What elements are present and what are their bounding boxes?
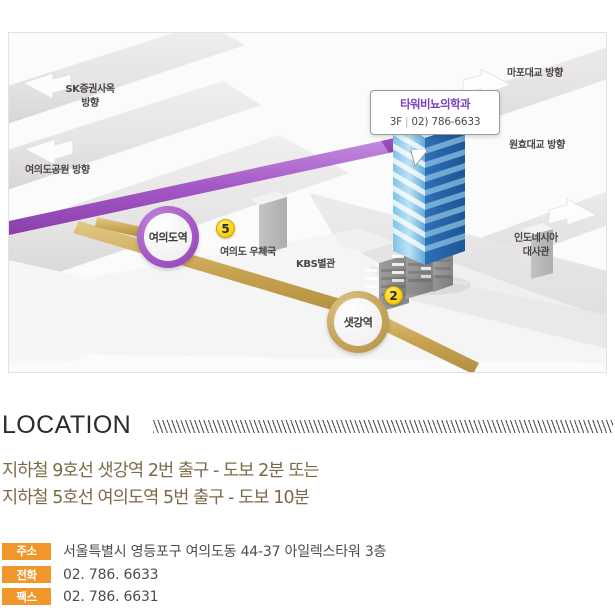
map-label-mapo: 마포대교 방향 — [507, 68, 563, 79]
map-label-embassy: 인도네시아 대사관 — [513, 233, 558, 258]
directions-line-1: 지하철 9호선 샛강역 2번 출구 - 도보 2분 또는 — [2, 461, 320, 481]
hatch-divider — [153, 420, 613, 433]
directions-text: 지하철 9호선 샛강역 2번 출구 - 도보 2분 또는 지하철 5호선 여의도… — [2, 458, 613, 512]
clinic-name: 타워비뇨의학과 — [400, 97, 470, 111]
direction-arrow-sk — [21, 72, 72, 100]
callout-separator: | — [405, 115, 409, 128]
station-saetgang: 샛강역 — [327, 291, 389, 353]
clinic-contact: 3F|02) 786-6633 — [377, 116, 493, 128]
map-label-post-office: 여의도 우체국 — [220, 247, 276, 258]
clinic-callout: 타워비뇨의학과 3F|02) 786-6633 — [370, 90, 500, 135]
map-label-wonhyo: 원효대교 방향 — [509, 140, 565, 151]
direction-arrow-wonhyo — [548, 198, 599, 226]
phone-badge: 전화 — [2, 566, 51, 583]
contact-row-fax: 팩스 02. 786. 6631 — [2, 588, 386, 605]
station-yeouido: 여의도역 — [137, 206, 199, 268]
map-label-kbs: KBS별관 — [296, 259, 335, 270]
fax-badge: 팩스 — [2, 588, 51, 605]
map-label-sk: SK증권사옥 방향 — [65, 84, 115, 109]
station-saetgang-label: 샛강역 — [343, 316, 373, 329]
exit-badge-5: 5 — [216, 219, 235, 238]
station-yeouido-label: 여의도역 — [148, 231, 188, 244]
directions-line-2: 지하철 5호선 여의도역 5번 출구 - 도보 10분 — [2, 488, 310, 509]
map-graphics — [9, 33, 606, 372]
phone-value: 02. 786. 6633 — [63, 566, 159, 583]
exit-badge-2: 2 — [384, 286, 403, 305]
building-embassy — [522, 223, 553, 279]
location-map: 여의도역 샛강역 5 2 SK증권사옥 방향 여의도공원 방향 마포대교 방향 … — [8, 32, 607, 373]
contact-row-address: 주소 서울특별시 영등포구 여의도동 44-37 아일렉스타워 3층 — [2, 541, 386, 561]
direction-arrow-park — [23, 138, 74, 166]
page-title: LOCATION — [2, 410, 132, 439]
address-value: 서울특별시 영등포구 여의도동 44-37 아일렉스타워 3층 — [63, 544, 387, 560]
contact-row-phone: 전화 02. 786. 6633 — [2, 566, 386, 583]
clinic-floor: 3F — [389, 115, 403, 128]
clinic-phone: 02) 786-6633 — [411, 115, 481, 128]
location-header: LOCATION — [2, 408, 613, 442]
callout-tail — [410, 150, 429, 168]
address-badge: 주소 — [2, 542, 51, 560]
map-label-park: 여의도공원 방향 — [25, 165, 90, 176]
contact-info: 주소 서울특별시 영등포구 여의도동 44-37 아일렉스타워 3층 전화 02… — [2, 541, 386, 610]
building-post-office — [251, 191, 287, 255]
map-canvas: 여의도역 샛강역 5 2 SK증권사옥 방향 여의도공원 방향 마포대교 방향 … — [9, 33, 606, 372]
fax-value: 02. 786. 6631 — [63, 588, 159, 605]
